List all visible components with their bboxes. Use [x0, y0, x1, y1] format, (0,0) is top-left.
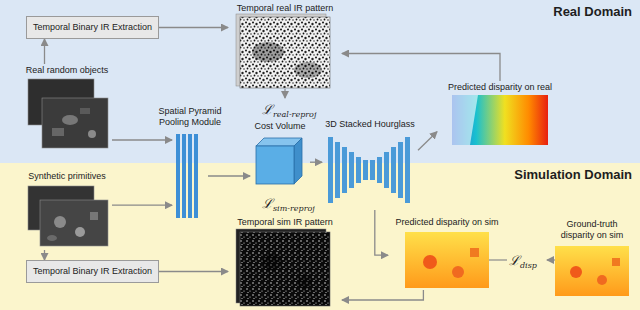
flow-arrow [159, 271, 228, 272]
flow-arrow [342, 54, 500, 82]
flow-arrow [208, 175, 250, 176]
loss-symbol: ℒ [262, 102, 273, 117]
flow-arrow [44, 39, 45, 64]
panel-heading: 3D Stacked Hourglass [322, 119, 418, 130]
process-box: Temporal Binary IR Extraction [26, 16, 159, 39]
loss-term: ℒreal-reproj [262, 99, 316, 118]
flow-arrow [112, 205, 172, 206]
flow-arrow [418, 132, 437, 150]
loss-subscript: sim-reproj [273, 204, 315, 213]
loss-subscript: disp [520, 261, 537, 270]
image-panel: Real random objects [22, 64, 112, 152]
image-panel: Predicted disparity on real [437, 81, 563, 147]
loss-symbol: ℒ [509, 253, 520, 268]
flow-arrow [375, 210, 388, 255]
panel-heading: Synthetic primitives [22, 171, 112, 182]
panel-heading: Predicted disparity on real [437, 82, 563, 93]
flow-arrow [112, 139, 172, 140]
domain-band: Real DomainTemporal Binary IR Extraction… [0, 0, 640, 163]
panel-heading: Predicted disparity on sim [388, 217, 506, 228]
network-module: Spatial Pyramid Pooling Module [172, 132, 208, 220]
box-label: Temporal Binary IR Extraction [33, 266, 152, 277]
image-panel: Synthetic primitives [22, 170, 112, 250]
domain-title: Simulation Domain [514, 167, 632, 182]
image-panel: Temporal real IR pattern [228, 2, 342, 90]
network-module: 3D Stacked Hourglass [322, 118, 418, 210]
image-panel: Ground-truth disparity on sim [550, 218, 634, 300]
panel-heading: Cost Volume [250, 121, 310, 132]
cost-volume: Cost Volume [250, 120, 310, 188]
flow-arrow [342, 290, 423, 300]
flow-arrow [159, 27, 228, 28]
flow-arrow [44, 250, 45, 260]
panel-heading: Temporal real IR pattern [228, 3, 342, 14]
image-panel: Temporal sim IR pattern [228, 216, 342, 308]
panel-heading: Ground-truth disparity on sim [550, 219, 634, 241]
loss-term: ℒsim-reproj [262, 193, 315, 212]
panel-heading: Real random objects [22, 65, 112, 76]
domain-title: Real Domain [553, 4, 632, 19]
module-label: Spatial Pyramid Pooling Module [148, 106, 232, 128]
box-label: Temporal Binary IR Extraction [33, 22, 152, 33]
image-panel: Predicted disparity on sim [388, 216, 506, 290]
loss-symbol: ℒ [262, 196, 273, 211]
panel-heading: Temporal sim IR pattern [228, 217, 342, 228]
process-box: Temporal Binary IR Extraction [26, 260, 159, 283]
loss-subscript: real-reproj [273, 110, 316, 119]
domain-band: Simulation Domain Synthetic primitivesTem… [0, 163, 640, 310]
loss-term: ℒdisp [509, 250, 537, 269]
flow-arrow [310, 162, 322, 163]
